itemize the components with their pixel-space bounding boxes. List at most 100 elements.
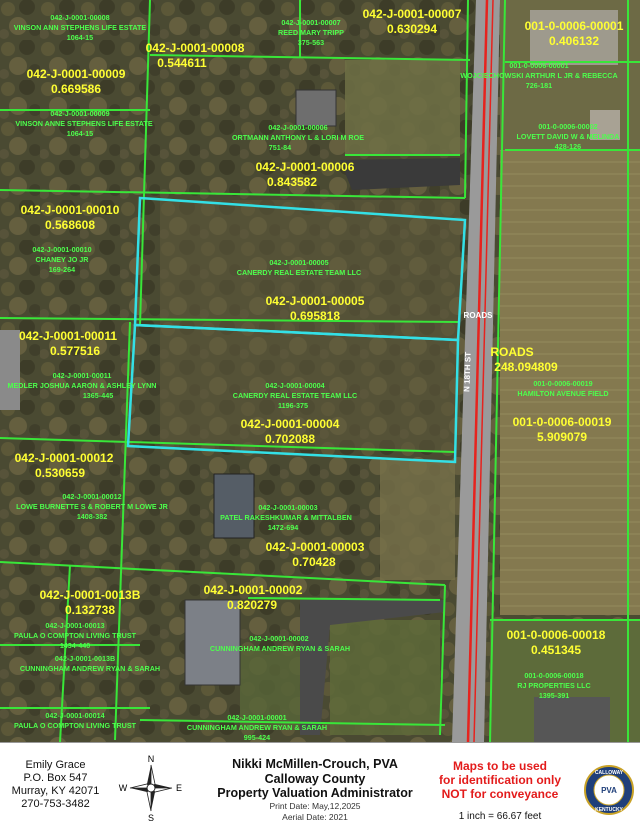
parcel-acres: 0.451345 bbox=[531, 643, 581, 657]
map-footer: Emily Grace P.O. Box 547 Murray, KY 4207… bbox=[0, 742, 640, 830]
parcel-acres: 0.544611 bbox=[157, 56, 207, 70]
conveyance-warning: Maps to be used for identification only … bbox=[425, 759, 575, 801]
county-seal-icon: CALLOWAY PVA KENTUCKY bbox=[584, 765, 634, 815]
owner-name: PATEL RAKESHKUMAR & MITTALBEN bbox=[220, 513, 352, 522]
owner-name: CUNNINGHAM ANDREW RYAN & SARAH bbox=[187, 723, 327, 732]
parcel-acres: 0.820279 bbox=[227, 598, 277, 612]
owner-id: 042-J-0001-00008 bbox=[50, 13, 109, 22]
owner-name: RJ PROPERTIES LLC bbox=[517, 681, 590, 690]
owner-id: 042-J-0001-00007 bbox=[281, 18, 340, 27]
contact-name: Emily Grace bbox=[25, 759, 86, 771]
owner-id: 001-0-0006-00019 bbox=[533, 379, 592, 388]
owner-id: 042-J-0001-00010 bbox=[32, 245, 91, 254]
parcel-id[interactable]: 001-0-0006-00018 bbox=[507, 628, 606, 642]
owner-book: 375-563 bbox=[298, 38, 324, 47]
road-label: ROADS bbox=[464, 311, 494, 320]
roads-parcel-name[interactable]: ROADS bbox=[490, 345, 533, 359]
compass-east: E bbox=[176, 783, 182, 793]
parcel-acres: 0.702088 bbox=[265, 432, 315, 446]
contact-city: Murray, KY 42071 bbox=[11, 785, 100, 797]
owner-name: HAMILTON AVENUE FIELD bbox=[517, 389, 608, 398]
owner-book: 1064-15 bbox=[67, 129, 93, 138]
parcel-acres: 0.695818 bbox=[290, 309, 340, 323]
parcel-acres: 0.132738 bbox=[65, 603, 115, 617]
street-label: N 18TH ST bbox=[462, 352, 472, 392]
owner-id: 042-J-0001-00006 bbox=[268, 123, 327, 132]
owner-id: 042-J-0001-00011 bbox=[53, 371, 112, 380]
owner-name: WOJCIECHOWSKI ARTHUR L JR & REBECCA bbox=[460, 71, 617, 80]
parcel-id[interactable]: 042-J-0001-00002 bbox=[204, 583, 303, 597]
owner-book: 726-181 bbox=[526, 81, 552, 90]
roads-parcel-acres: 248.094809 bbox=[494, 360, 558, 374]
owner-id: 042-J-0001-00009 bbox=[50, 109, 109, 118]
owner-id: 042-J-0001-00004 bbox=[265, 381, 324, 390]
owner-book: 428-126 bbox=[555, 142, 581, 151]
compass-south: S bbox=[148, 813, 154, 823]
owner-book: 751-84 bbox=[269, 143, 291, 152]
parcel-id[interactable]: 042-J-0001-00006 bbox=[256, 160, 355, 174]
compass-west: W bbox=[119, 783, 128, 793]
owner-book: 1395-391 bbox=[539, 691, 569, 700]
owner-book: 995-424 bbox=[244, 733, 270, 742]
owner-id: 042-J-0001-00002 bbox=[249, 634, 308, 643]
parcel-id[interactable]: 042-J-0001-00008 bbox=[146, 41, 245, 55]
owner-book: 1434-440 bbox=[60, 641, 90, 650]
aerial-date: Aerial Date: 2021 bbox=[282, 811, 348, 822]
owner-name: LOVETT DAVID W & MELINDA bbox=[517, 132, 620, 141]
owner-name: CANERDY REAL ESTATE TEAM LLC bbox=[237, 268, 361, 277]
parcel-id[interactable]: 042-J-0001-00010 bbox=[21, 203, 120, 217]
parcel-labels: 042-J-0001-00008 0.544611 042-J-0001-000… bbox=[15, 7, 624, 657]
parcel-id[interactable]: 042-J-0001-0013B bbox=[40, 588, 141, 602]
owner-name: REED MARY TRIPP bbox=[278, 28, 344, 37]
owner-name: PAULA O COMPTON LIVING TRUST bbox=[14, 721, 137, 730]
parcel-id[interactable]: 042-J-0001-00004 bbox=[241, 417, 340, 431]
map-scale: 1 inch = 66.67 feet bbox=[458, 811, 542, 822]
owner-book: 1064-15 bbox=[67, 33, 93, 42]
parcel-acres: 5.909079 bbox=[537, 430, 587, 444]
owner-name: PAULA O COMPTON LIVING TRUST bbox=[14, 631, 137, 640]
parcel-id[interactable]: 042-J-0001-00009 bbox=[27, 67, 126, 81]
warning-line-1: Maps to be used bbox=[452, 759, 547, 773]
office-block: Nikki McMillen-Crouch, PVA Calloway Coun… bbox=[200, 757, 430, 823]
parcel-id[interactable]: 042-J-0001-00012 bbox=[15, 451, 114, 465]
owner-book: 1408-382 bbox=[77, 512, 107, 521]
parcel-acres: 0.530659 bbox=[35, 466, 85, 480]
parcel-acres: 0.577516 bbox=[50, 344, 100, 358]
parcel-id[interactable]: 042-J-0001-00005 bbox=[266, 294, 365, 308]
parcel-acres: 0.568608 bbox=[45, 218, 95, 232]
owner-name: VINSON ANNE STEPHENS LIFE ESTATE bbox=[15, 119, 152, 128]
parcel-id[interactable]: 042-J-0001-00007 bbox=[363, 7, 462, 21]
owner-name: VINSON ANN STEPHENS LIFE ESTATE bbox=[14, 23, 147, 32]
parcel-id[interactable]: 001-0-0006-00019 bbox=[513, 415, 612, 429]
parcel-acres: 0.669586 bbox=[51, 82, 101, 96]
owner-id: 001-0-0006-00001 bbox=[509, 61, 568, 70]
parcel-id[interactable]: 042-J-0001-00003 bbox=[266, 540, 365, 554]
owner-name: LOWE BURNETTE S & ROBERT M LOWE JR bbox=[16, 502, 169, 511]
owner-id: 042-J-0001-0013B bbox=[55, 654, 115, 663]
owner-id: 001-0-0006-00018 bbox=[524, 671, 583, 680]
print-date: Print Date: May,12,2025 bbox=[269, 800, 361, 811]
warning-line-2: for identification only bbox=[439, 773, 561, 787]
owner-name: CUNNINGHAM ANDREW RYAN & SARAH bbox=[20, 664, 160, 673]
owner-id: 001-0-0006-00002 bbox=[538, 122, 597, 131]
owner-book: 1196-375 bbox=[278, 401, 308, 410]
parcel-map[interactable]: 042-J-0001-00008 0.544611 042-J-0001-000… bbox=[0, 0, 640, 742]
parcel-acres: 0.70428 bbox=[292, 555, 336, 569]
contact-block: Emily Grace P.O. Box 547 Murray, KY 4207… bbox=[8, 759, 103, 811]
parcel-acres: 0.630294 bbox=[387, 22, 437, 36]
warning-line-3: NOT for conveyance bbox=[441, 787, 559, 801]
compass-rose-icon: N S W E bbox=[119, 754, 182, 823]
owner-id: 042-J-0001-00014 bbox=[45, 711, 104, 720]
owner-name: CANERDY REAL ESTATE TEAM LLC bbox=[233, 391, 357, 400]
owner-id: 042-J-0001-00001 bbox=[227, 713, 286, 722]
owner-book: 169-264 bbox=[49, 265, 75, 274]
parcel-id[interactable]: 042-J-0001-00011 bbox=[19, 329, 117, 343]
parcel-id[interactable]: 001-0-0006-00001 bbox=[525, 19, 624, 33]
owner-id: 042-J-0001-00013 bbox=[45, 621, 104, 630]
office-title: Property Valuation Administrator bbox=[217, 786, 413, 800]
owner-id: 042-J-0001-00005 bbox=[269, 258, 328, 267]
parcel-acres: 0.843582 bbox=[267, 175, 317, 189]
seal-center-text: PVA bbox=[601, 786, 617, 795]
owner-labels: 042-J-0001-00008 VINSON ANN STEPHENS LIF… bbox=[8, 13, 620, 742]
owner-id: 042-J-0001-00003 bbox=[258, 503, 317, 512]
